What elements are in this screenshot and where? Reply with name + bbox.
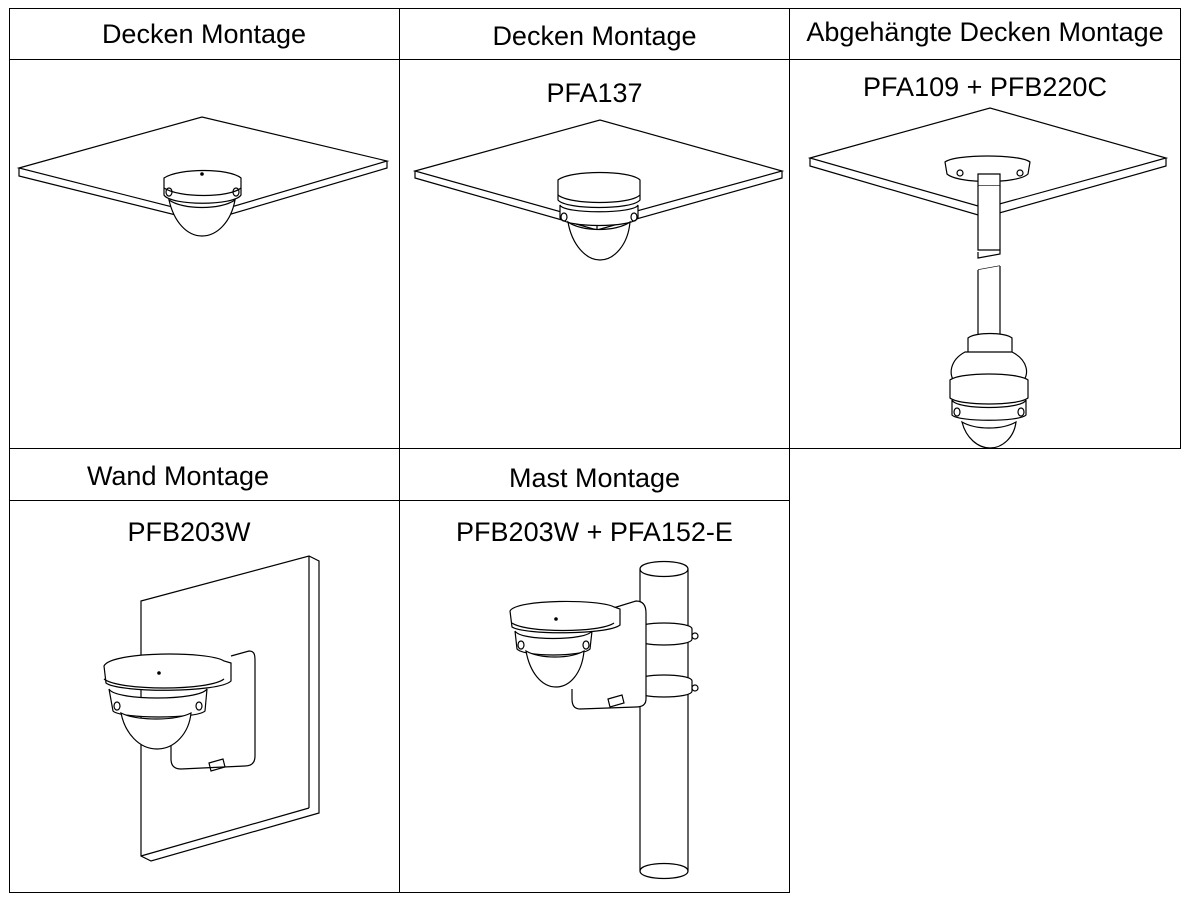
table-line-row2-header xyxy=(9,500,790,501)
header-ceiling-mount: Decken Montage xyxy=(101,19,307,49)
table-line-row-divider xyxy=(9,448,1181,449)
header-ceiling-mount-pfa137: Decken Montage xyxy=(492,21,697,51)
header-wall-mount: Wand Montage xyxy=(86,461,270,491)
table-border-bottom xyxy=(9,892,790,893)
table-border-top xyxy=(9,8,1181,9)
model-pfa109-pfb220c: PFA109 + PFB220C xyxy=(863,72,1107,102)
model-pfb203w-pfa152e: PFB203W + PFA152-E xyxy=(456,517,733,547)
header-pole-mount: Mast Montage xyxy=(508,463,681,493)
ceiling-mount-pfa137-dome-camera-icon xyxy=(400,60,789,448)
pendant-ceiling-mount-dome-camera-icon xyxy=(790,60,1180,448)
ceiling-mount-dome-camera-icon xyxy=(9,60,399,448)
mounting-options-table: Decken Montage Decken Montage Abgehängte… xyxy=(9,8,1181,893)
model-pfa137: PFA137 xyxy=(546,78,643,108)
table-border-left xyxy=(9,8,10,893)
model-pfb203w: PFB203W xyxy=(127,517,251,547)
table-line-col2 xyxy=(789,8,790,893)
header-pendant-ceiling-mount: Abgehängte Decken Montage xyxy=(806,17,1164,47)
table-line-col1 xyxy=(399,8,400,893)
table-line-row1-header xyxy=(9,59,1181,60)
pole-mount-dome-camera-icon xyxy=(400,501,789,892)
table-border-right-row1 xyxy=(1180,8,1181,449)
wall-mount-dome-camera-icon xyxy=(9,501,399,892)
